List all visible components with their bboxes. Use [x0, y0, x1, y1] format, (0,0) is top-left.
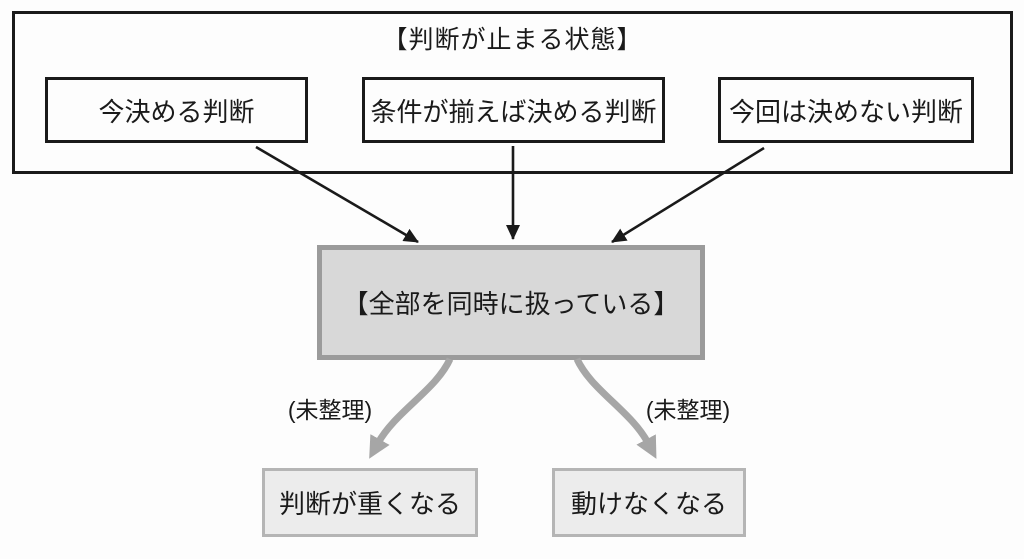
box-cannot-move: 動けなくなる — [552, 468, 746, 537]
box-decide-if-conditions-label: 条件が揃えば決める判断 — [370, 96, 657, 127]
frame-title: 【判断が止まる状態】 — [382, 26, 643, 54]
box-judgment-gets-heavy: 判断が重くなる — [262, 468, 478, 537]
branch-label-unorganized-left: (未整理) — [287, 397, 373, 423]
box-cannot-move-label: 動けなくなる — [570, 489, 727, 519]
box-not-deciding-label: 今回は決めない判断 — [728, 96, 963, 127]
box-decide-if-conditions: 条件が揃えば決める判断 — [362, 77, 665, 143]
box-handling-all-at-once: 【全部を同時に扱っている】 — [317, 245, 705, 360]
box-handling-all-at-once-label: 【全部を同時に扱っている】 — [342, 289, 680, 319]
box-decide-now: 今決める判断 — [45, 77, 308, 143]
branch-label-unorganized-right: (未整理) — [645, 397, 731, 423]
box-not-deciding: 今回は決めない判断 — [718, 77, 974, 143]
box-decide-now-label: 今決める判断 — [98, 96, 255, 127]
box-judgment-gets-heavy-label: 判断が重くなる — [278, 489, 461, 519]
